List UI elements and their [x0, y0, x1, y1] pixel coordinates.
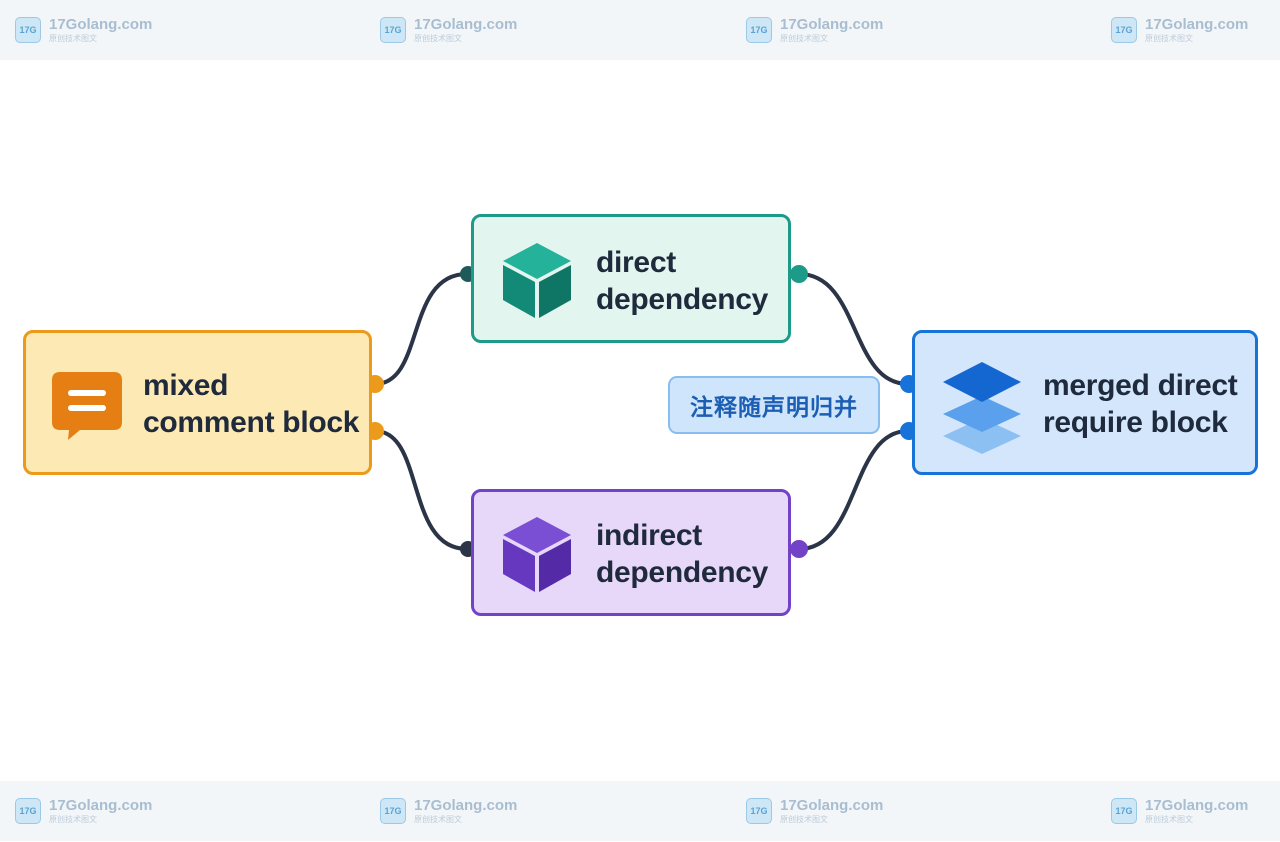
- node-label: indirect dependency: [596, 517, 768, 591]
- node-label-line2: dependency: [596, 556, 769, 589]
- watermark-tagline: 原创技术图文: [414, 815, 462, 824]
- node-merged-direct-require-block: merged direct require block: [912, 330, 1258, 475]
- node-indirect-dependency: indirect dependency: [471, 489, 791, 616]
- node-label: merged direct require block: [1043, 367, 1238, 441]
- watermark-brand: 17Golang.com: [49, 16, 153, 33]
- cube-icon: [503, 243, 571, 318]
- port-direct-out: [790, 265, 808, 283]
- edge-label-badge: 注释随声明归并: [668, 376, 880, 434]
- watermark-logo-icon: 17G: [380, 17, 406, 43]
- watermark-tagline: 原创技术图文: [49, 34, 97, 43]
- watermark-logo-icon: 17G: [1111, 798, 1137, 824]
- comment-icon: [52, 372, 122, 440]
- node-label-line2: comment block: [143, 406, 360, 439]
- node-label-line1: mixed: [143, 369, 229, 402]
- node-label-line1: direct: [596, 246, 676, 279]
- watermark-tagline: 原创技术图文: [49, 815, 97, 824]
- watermark-logo-icon: 17G: [15, 798, 41, 824]
- watermark-logo-icon: 17G: [15, 17, 41, 43]
- watermark-brand: 17Golang.com: [1145, 797, 1249, 814]
- connector-mixed-to-indirect: [373, 429, 469, 551]
- watermark-logo-icon: 17G: [380, 798, 406, 824]
- cube-icon: [503, 517, 571, 592]
- node-label-line1: merged direct: [1043, 369, 1238, 402]
- node-direct-dependency: direct dependency: [471, 214, 791, 343]
- watermark-tagline: 原创技术图文: [780, 34, 828, 43]
- watermark-brand: 17Golang.com: [414, 16, 518, 33]
- layers-icon: [943, 362, 1021, 454]
- watermark-tagline: 原创技术图文: [1145, 815, 1193, 824]
- node-mixed-comment-block: mixed comment block: [23, 330, 372, 475]
- watermark-brand: 17Golang.com: [414, 797, 518, 814]
- node-label-line2: dependency: [596, 283, 769, 316]
- node-label-line1: indirect: [596, 519, 702, 552]
- node-label-line2: require block: [1043, 406, 1228, 439]
- node-label: mixed comment block: [143, 367, 359, 441]
- watermark-logo-icon: 17G: [1111, 17, 1137, 43]
- watermark-brand: 17Golang.com: [1145, 16, 1249, 33]
- watermark-logo-icon: 17G: [746, 17, 772, 43]
- watermark-brand: 17Golang.com: [780, 16, 884, 33]
- watermark-tagline: 原创技术图文: [1145, 34, 1193, 43]
- watermark-tagline: 原创技术图文: [780, 815, 828, 824]
- connector-direct-to-merged: [797, 272, 910, 386]
- watermark-logo-icon: 17G: [746, 798, 772, 824]
- port-indirect-out: [790, 540, 808, 558]
- connector-indirect-to-merged: [797, 429, 910, 551]
- watermark-tagline: 原创技术图文: [414, 34, 462, 43]
- node-label: direct dependency: [596, 244, 768, 318]
- connector-mixed-to-direct: [373, 272, 469, 386]
- watermark-brand: 17Golang.com: [49, 797, 153, 814]
- watermark-brand: 17Golang.com: [780, 797, 884, 814]
